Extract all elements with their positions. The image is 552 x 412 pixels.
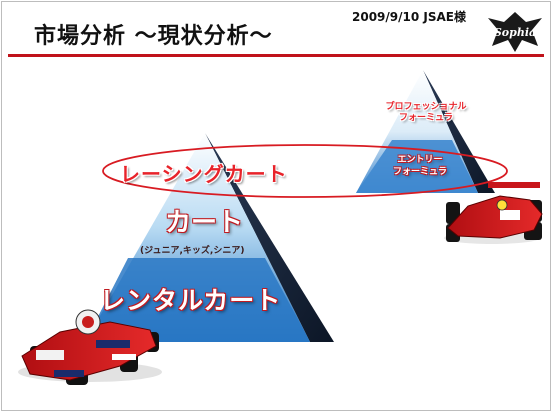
label-rental-kart: レンタルカート (100, 286, 282, 315)
main-pyramid (85, 133, 334, 342)
highlight-ellipse (102, 144, 508, 198)
sophia-logo: Sophia (488, 12, 542, 52)
main-pyramid-shadow (205, 133, 334, 342)
label-entry-formula: エントリー フォーミュラ (392, 155, 447, 177)
slide-title: 市場分析 〜現状分析〜 (34, 24, 273, 49)
label-professional-formula: プロフェッショナル フォーミュラ (385, 102, 467, 123)
racing-kart-photo (18, 309, 162, 385)
main-pyramid-base-band (85, 258, 310, 342)
date-client-line: 2009/9/10 JSAE様 (352, 10, 466, 24)
formula-car-photo (444, 182, 543, 244)
label-kart-categories: (ジュニア,キッズ,シニア) (140, 246, 245, 256)
label-racing-kart: レーシングカート (120, 162, 288, 186)
sophia-logo-text: Sophia (494, 26, 536, 39)
label-kart: カート (165, 208, 244, 238)
right-pyramid-shadow (423, 70, 495, 193)
title-underline (8, 54, 544, 57)
